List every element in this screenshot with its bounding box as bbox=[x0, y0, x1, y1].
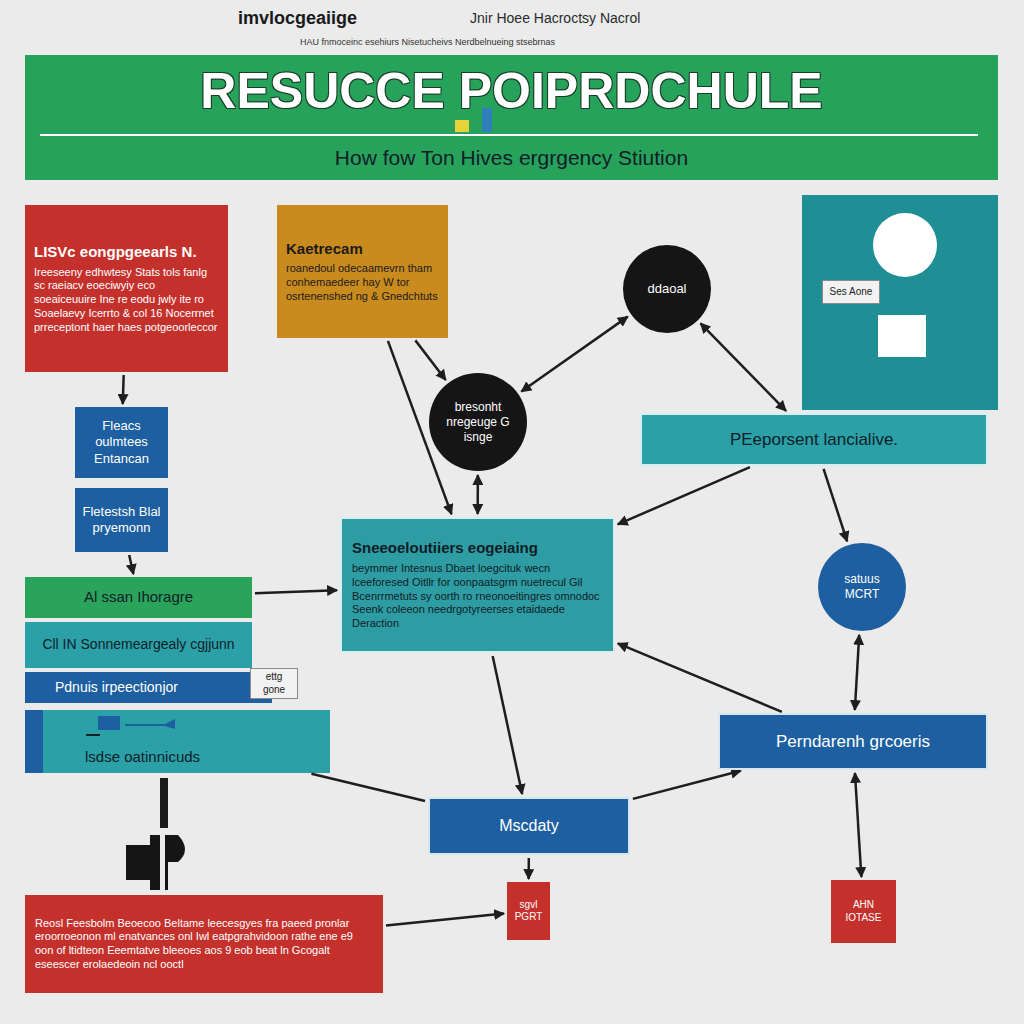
circle-fill bbox=[429, 373, 527, 471]
process-box: Ses Aone bbox=[822, 280, 880, 304]
box-text: beymmer Intesnus Dbaet loegcituk wecn lc… bbox=[352, 562, 603, 631]
connector bbox=[855, 635, 859, 710]
icon-bar bbox=[25, 710, 330, 773]
box-text: satuus MCRT bbox=[829, 572, 895, 602]
connector bbox=[129, 555, 133, 574]
box-text: Al ssan Ihoragre bbox=[33, 588, 244, 607]
bar-tab bbox=[25, 710, 43, 773]
process-box: Perndarenh grcoeris bbox=[718, 713, 988, 770]
box-text: sgvl PGRT bbox=[509, 899, 548, 924]
box-text: roanedoul odecaamevrn tham conhemaedeer … bbox=[286, 262, 439, 303]
title: RESUCCE POIPRDCHULE bbox=[25, 62, 998, 120]
circle-node: satuus MCRT bbox=[817, 542, 907, 632]
connector bbox=[415, 340, 445, 380]
subtitle: How fow Ton Hives ergrgency Stiution bbox=[25, 146, 998, 170]
connector bbox=[824, 469, 848, 542]
process-box: sgvl PGRT bbox=[507, 882, 550, 940]
circle-fill bbox=[623, 245, 711, 333]
box-text: Fletestsh Blal pryemonn bbox=[80, 504, 163, 537]
connector bbox=[855, 773, 861, 877]
connector bbox=[618, 467, 750, 524]
bar-icon bbox=[98, 716, 120, 730]
box-text: ettg gone bbox=[254, 671, 294, 696]
plug-icon bbox=[126, 835, 160, 890]
circle-fill bbox=[818, 543, 906, 631]
process-box: LISVc eongpgeearls N. Ireeseeny edhwtesy … bbox=[25, 205, 228, 372]
header-note: imvlocgeaiige bbox=[238, 8, 357, 29]
box-text: Ireeseeny edhwtesy Stats tols fanlg sc r… bbox=[34, 266, 219, 335]
box-text: Reosl Feesbolm Beoecoo Beltame leecesgye… bbox=[35, 917, 373, 972]
box-text: PEeporsent lancialive. bbox=[652, 429, 976, 450]
process-box: Kaetrecam roanedoul odecaamevrn tham conh… bbox=[277, 205, 448, 338]
connector bbox=[701, 323, 786, 411]
connector bbox=[527, 858, 530, 879]
connector bbox=[255, 590, 337, 593]
title-banner bbox=[25, 55, 998, 180]
process-box: Pdnuis irpeectionjor bbox=[25, 672, 272, 703]
box-text: ddaoal bbox=[647, 281, 686, 297]
box-text: Ses Aone bbox=[826, 286, 876, 299]
header-note: HAU fnmoceinc esehiurs Nisetucheivs Nerd… bbox=[300, 37, 555, 47]
box-text: lsdse oatinnicuds bbox=[85, 748, 322, 767]
process-box: PEeporsent lancialive. bbox=[640, 413, 988, 466]
bar-icon bbox=[86, 734, 100, 736]
box-text: Cll IN Sonnemeargealy cgjjunn bbox=[33, 636, 244, 654]
box-heading: Kaetrecam bbox=[286, 240, 439, 259]
connector bbox=[476, 475, 479, 514]
box-text: AHN IOTASE bbox=[834, 899, 893, 924]
box-text: bresonht nregeuge G isnge bbox=[442, 400, 514, 445]
box-heading: LISVc eongpgeearls N. bbox=[34, 243, 219, 262]
panel-square bbox=[878, 315, 926, 357]
circle-node: bresonht nregeuge G isnge bbox=[428, 372, 528, 472]
process-box: Al ssan Ihoragre bbox=[25, 577, 252, 618]
box-text: Perndarenh grcoeris bbox=[730, 731, 976, 752]
connector bbox=[122, 375, 125, 404]
banner-rule bbox=[40, 134, 978, 136]
process-box: Fleacs oulmtees Entancan bbox=[75, 407, 168, 478]
process-box: Reosl Feesbolm Beoecoo Beltame leecesgye… bbox=[25, 895, 383, 993]
panel-circle bbox=[873, 213, 937, 277]
process-box: ettg gone bbox=[250, 668, 298, 699]
process-box: Cll IN Sonnemeargealy cgjjunn bbox=[25, 622, 252, 668]
connector bbox=[493, 656, 523, 794]
bar-icon bbox=[125, 719, 175, 729]
connector bbox=[521, 317, 627, 392]
process-box: AHN IOTASE bbox=[831, 880, 896, 943]
plug-icon bbox=[165, 835, 185, 890]
box-text: Mscdaty bbox=[438, 816, 620, 836]
box-text: Fleacs oulmtees Entancan bbox=[80, 418, 163, 467]
process-box: Fletestsh Blal pryemonn bbox=[75, 488, 168, 552]
process-box: Sneeoeloutiiers eogeiaing beymmer Intesnu… bbox=[340, 517, 615, 653]
banner-icon bbox=[455, 120, 469, 132]
connector bbox=[311, 774, 425, 801]
connector bbox=[618, 643, 782, 711]
stem bbox=[160, 778, 168, 828]
header-note: Jnir Hoee Hacroctsy Nacrol bbox=[470, 10, 640, 26]
box-text: Pdnuis irpeectionjor bbox=[55, 679, 264, 697]
process-box: Mscdaty bbox=[428, 797, 630, 855]
box-heading: Sneeoeloutiiers eogeiaing bbox=[352, 539, 603, 558]
teal-panel bbox=[802, 195, 998, 410]
connector bbox=[386, 913, 504, 925]
process-box: lsdse oatinnicuds bbox=[25, 710, 330, 773]
circle-node: ddaoal bbox=[622, 244, 712, 334]
connector bbox=[633, 771, 741, 799]
